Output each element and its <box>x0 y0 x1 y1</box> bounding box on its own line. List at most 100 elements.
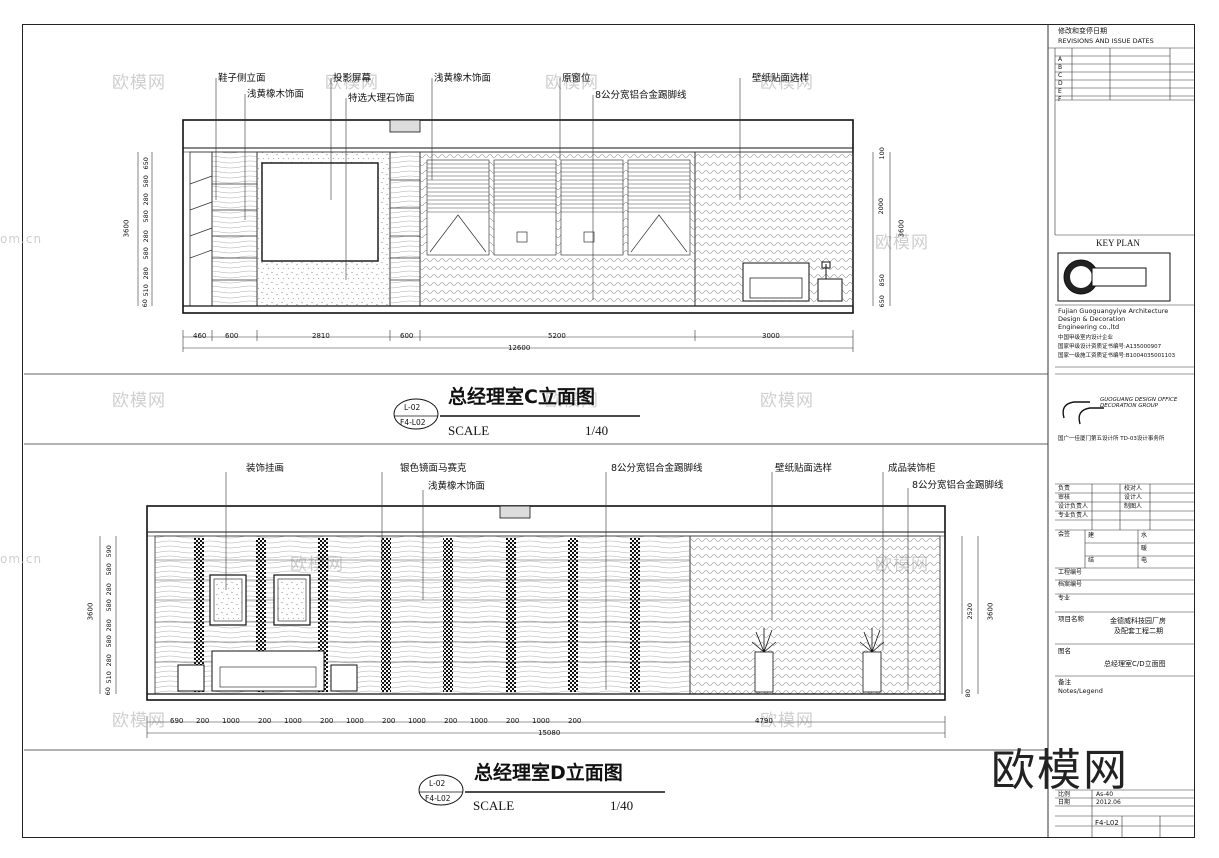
tag-bottom: F4-L02 <box>400 418 426 427</box>
dimension-label: 3600 <box>986 602 995 621</box>
certificate-line: 中国甲级室内设计企业 <box>1058 335 1114 341</box>
revisions-title-en: REVISIONS AND ISSUE DATES <box>1058 37 1154 45</box>
dimension-label: 850 <box>877 274 886 287</box>
drawing-label: 图名 <box>1058 647 1071 655</box>
dimension-label: 280 <box>141 193 150 206</box>
watermark: 欧模网 <box>545 73 599 93</box>
elevation-d <box>99 505 979 738</box>
dimension-label: 2520 <box>966 602 975 620</box>
mirror-mosaic-strip <box>630 538 640 692</box>
dimension-label: 200 <box>196 717 210 725</box>
dimension-label: 510 <box>104 671 113 684</box>
scale-field-value: As-40 <box>1096 791 1114 798</box>
title-block-row-label: 档案编号 <box>1058 581 1083 588</box>
watermark: 欧模网 <box>325 73 379 93</box>
title-tag-c <box>393 398 640 430</box>
watermark-big: 欧模网 <box>991 745 1129 796</box>
callout-label: 浅黄橡木饰面 <box>434 73 492 84</box>
side-table <box>177 664 205 692</box>
trade-label: 建 <box>1088 532 1095 539</box>
dimension-label: 200 <box>320 717 334 725</box>
dimension-label: 1000 <box>222 717 240 725</box>
title-block-grid <box>1048 47 1195 838</box>
dimension-label: 3000 <box>762 332 780 340</box>
watermark: 欧模网 <box>760 711 814 731</box>
sofa <box>211 650 325 692</box>
dimension-label: 510 <box>141 284 150 297</box>
tag-top: L-02 <box>404 403 421 412</box>
callout-label: 壁纸贴面选样 <box>752 73 810 84</box>
watermark: 欧模网 <box>112 73 166 93</box>
title-tag-d <box>418 774 665 806</box>
watermark: 欧模网 <box>760 73 814 93</box>
tag-top: L-02 <box>429 779 446 788</box>
dimension-lines <box>99 536 979 738</box>
dimension-label: 200 <box>382 717 396 725</box>
dimension-label: 280 <box>104 619 113 632</box>
dimension-label: 580 <box>141 247 150 260</box>
watermark: 欧模网 <box>112 711 166 731</box>
dimension-label: 1000 <box>470 717 488 725</box>
callout-label: 原窗位 <box>562 73 591 84</box>
dimension-label: 2810 <box>312 332 330 340</box>
notes-label: 备注 <box>1058 678 1071 686</box>
scale-value: 1/40 <box>585 423 609 438</box>
revision-row-label: F <box>1058 96 1062 103</box>
dimension-label: 590 <box>104 545 113 558</box>
mirror-mosaic-strip <box>318 538 328 692</box>
dimension-lines <box>137 152 891 352</box>
side-table <box>817 278 843 302</box>
wallpaper-panel <box>689 535 941 695</box>
dimension-label: 580 <box>104 635 113 648</box>
dimension-label: 1000 <box>408 717 426 725</box>
scale-label: SCALE <box>473 798 515 813</box>
callout-label: 成品装饰柜 <box>888 463 936 474</box>
mirror-mosaic-strip <box>506 538 516 692</box>
drawing-sheet <box>22 24 1195 838</box>
watermark-domain: om.cn <box>0 232 43 246</box>
dimension-label: 60 <box>103 687 112 696</box>
company-name-en: Fujian Guoguangyiye Architecture <box>1058 307 1169 315</box>
callout-label: 鞋子侧立面 <box>218 73 266 84</box>
date-field-label: 日期 <box>1058 799 1071 806</box>
dimension-label: 200 <box>444 717 458 725</box>
title-block-row-label: 设计人 <box>1124 494 1143 501</box>
callout-label: 浅黄橡木饰面 <box>428 481 486 492</box>
callout-label: 投影屏幕 <box>333 73 372 84</box>
title-block-row-label: 工程编号 <box>1058 569 1083 576</box>
dimension-label: 200 <box>506 717 520 725</box>
company-name-en: Engineering co.,ltd <box>1058 323 1120 331</box>
sofa <box>742 262 810 302</box>
group-logo <box>1062 401 1104 425</box>
callout-label: 浅黄橡木饰面 <box>247 89 305 100</box>
callout-label: 8公分宽铝合金踢脚线 <box>595 90 687 101</box>
company-logo <box>1057 252 1171 302</box>
callout-label: 特选大理石饰面 <box>348 93 415 104</box>
project-name: 金德威科技园厂房 <box>1110 617 1166 625</box>
company-name-en: Design & Decoration <box>1058 315 1126 323</box>
dimension-label: 200 <box>258 717 272 725</box>
potted-plant <box>751 628 885 693</box>
dimension-label: 100 <box>877 147 886 160</box>
revisions-title-cn: 修改和变停日期 <box>1058 27 1107 35</box>
revision-row-label: E <box>1058 88 1062 95</box>
dimension-label: 580 <box>141 175 150 188</box>
watermark-domain: om.cn <box>0 552 43 566</box>
dimension-label: 600 <box>225 332 239 340</box>
scale-label: SCALE <box>448 423 490 438</box>
mirror-mosaic-strip <box>443 538 453 692</box>
notes-label-en: Notes/Legend <box>1058 687 1103 695</box>
dimension-label: 580 <box>104 563 113 576</box>
revision-row-label: A <box>1058 56 1063 63</box>
dimension-label: 1000 <box>284 717 302 725</box>
title-block-row-label: 专业 <box>1058 595 1071 602</box>
title-block-row-label: 审核 <box>1058 494 1071 501</box>
tag-bottom: F4-L02 <box>425 794 451 803</box>
title-block-row-label: 会签 <box>1058 531 1071 538</box>
drawing-name: 总经理室C/D立面图 <box>1104 660 1166 668</box>
dimension-label: 4790 <box>755 717 773 725</box>
revision-row-label: B <box>1058 64 1063 71</box>
oak-shelf <box>389 151 421 307</box>
date-field-value: 2012.06 <box>1096 799 1121 806</box>
